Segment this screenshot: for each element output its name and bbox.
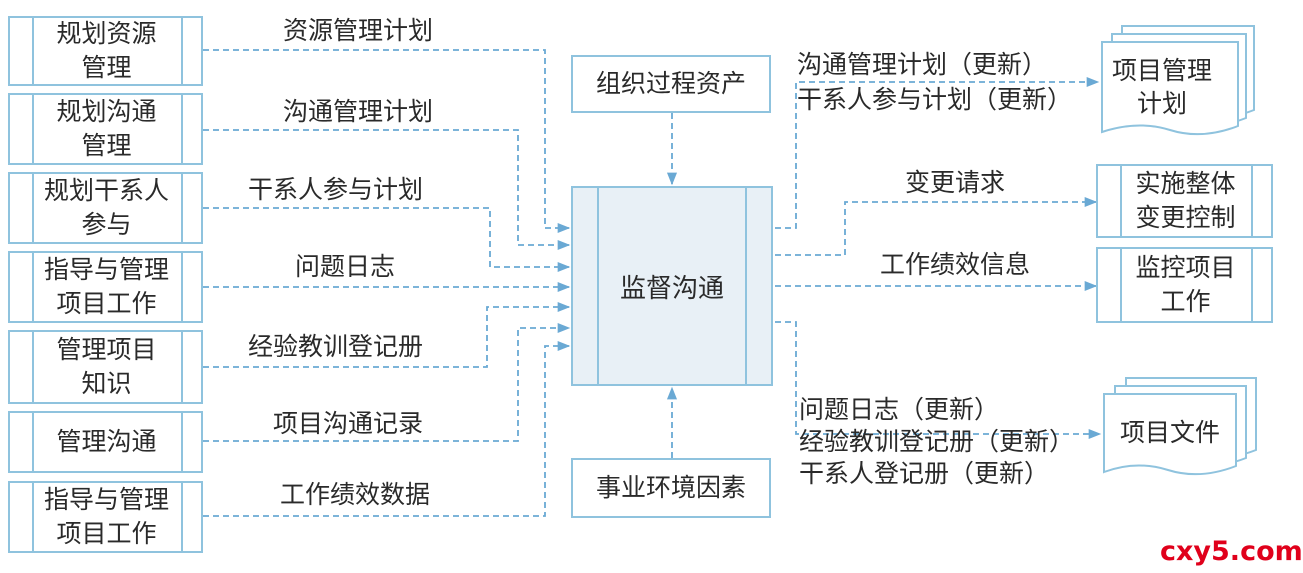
output-artifacts-label: 沟通管理计划（更新） 干系人参与计划（更新） [797, 50, 1073, 114]
output-target-label: 监控项目 工作 [1135, 253, 1236, 316]
output-artifacts-label: 工作绩效信息 [880, 250, 1031, 279]
output-artifacts-label: 问题日志（更新） 经验教训登记册（更新） 干系人登记册（更新） [799, 395, 1075, 488]
process-box-plan-comm: 规划沟通 管理 [8, 93, 203, 165]
process-label: 规划沟通 管理 [56, 97, 157, 160]
central-label: 监督沟通 [619, 273, 724, 304]
output-target-label: 项目管理 计划 [1112, 56, 1213, 118]
connector-input-3 [203, 207, 571, 273]
connector-input-6 [203, 322, 571, 442]
process-label: 指导与管理 项目工作 [43, 485, 169, 548]
box-enterprise-factors: 事业环境因素 [571, 458, 771, 518]
artifact-label: 经验教训登记册 [248, 332, 424, 361]
connector-input-5 [203, 301, 571, 368]
artifact-label: 问题日志 [295, 252, 396, 281]
process-box-direct-manage-1: 指导与管理 项目工作 [8, 251, 203, 323]
connector-output-2 [775, 196, 1098, 256]
box-label: 组织过程资产 [595, 69, 746, 98]
process-box-manage-comm: 管理沟通 [8, 411, 203, 473]
artifact-label: 工作绩效数据 [280, 480, 431, 509]
output-artifacts-label: 变更请求 [905, 168, 1006, 197]
connector-output-4 [775, 321, 1102, 440]
document-stack-icon [1103, 377, 1257, 476]
process-box-plan-resource: 规划资源 管理 [8, 16, 203, 86]
box-label: 事业环境因素 [595, 473, 746, 502]
output-target-label: 实施整体 变更控制 [1135, 169, 1236, 232]
artifact-label: 干系人参与计划 [248, 175, 424, 204]
watermark-text: cxy5.com [1160, 536, 1303, 567]
process-label: 规划干系人 参与 [43, 176, 169, 239]
box-org-process-assets: 组织过程资产 [571, 55, 771, 113]
process-box-monitor-control: 监控项目 工作 [1096, 247, 1273, 323]
document-stack-icon [1101, 25, 1255, 136]
process-label: 规划资源 管理 [56, 19, 157, 82]
connector-input-2 [203, 129, 571, 251]
connector-input-7 [203, 340, 571, 517]
output-target-label: 项目文件 [1120, 418, 1221, 447]
process-box-manage-knowledge: 管理项目 知识 [8, 330, 203, 404]
connector-output-1 [775, 76, 1100, 229]
connector-input-1 [203, 49, 571, 234]
process-label: 管理沟通 [56, 427, 157, 456]
artifact-label: 资源管理计划 [283, 16, 434, 45]
central-process-box: 监督沟通 [571, 186, 773, 386]
artifact-label: 项目沟通记录 [273, 409, 424, 438]
process-box-integrated-change: 实施整体 变更控制 [1096, 164, 1273, 238]
process-label: 指导与管理 项目工作 [43, 255, 169, 318]
process-box-direct-manage-2: 指导与管理 项目工作 [8, 481, 203, 553]
artifact-label: 沟通管理计划 [283, 97, 434, 126]
process-box-plan-stakeholder: 规划干系人 参与 [8, 172, 203, 244]
process-label: 管理项目 知识 [56, 335, 157, 398]
